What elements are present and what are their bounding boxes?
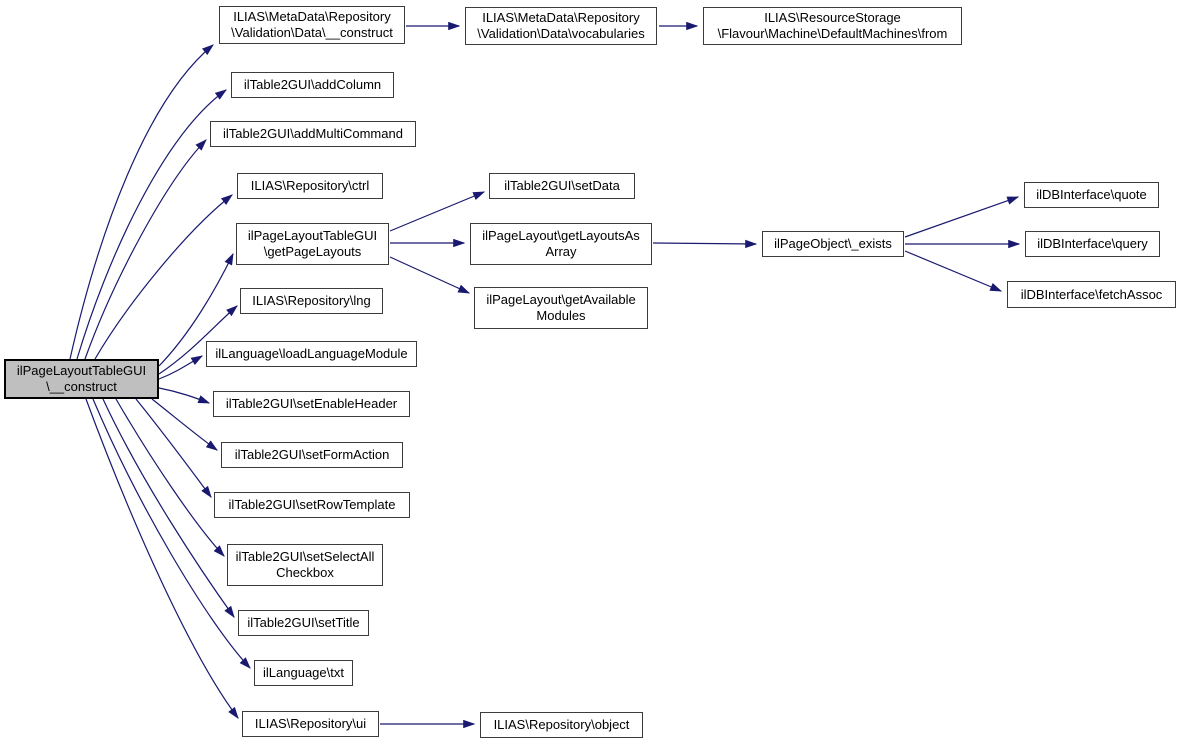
edge-root-get-page-layouts — [158, 252, 234, 367]
node-db-quote[interactable]: ilDBInterface\quote — [1024, 182, 1159, 208]
edge-exists-fetch-assoc — [904, 250, 1003, 292]
node-get-layouts-as-array[interactable]: ilPageLayout\getLayoutsAs Array — [470, 223, 652, 265]
node-root-construct: ilPageLayoutTableGUI \__construct — [4, 359, 159, 399]
edge-get-page-layouts-get-available-modules — [389, 256, 471, 294]
node-lang-txt[interactable]: ilLanguage\txt — [254, 660, 353, 686]
node-set-select-all-checkbox[interactable]: ilTable2GUI\setSelectAll Checkbox — [227, 544, 383, 586]
edge-root-set-title — [102, 398, 235, 618]
node-add-multi-command[interactable]: ilTable2GUI\addMultiCommand — [210, 121, 416, 147]
edge-exists-quote — [904, 196, 1020, 238]
edge-root-lang-txt — [92, 398, 251, 669]
node-md-vocabularies[interactable]: ILIAS\MetaData\Repository \Validation\Da… — [465, 7, 657, 45]
node-get-available-modules[interactable]: ilPageLayout\getAvailable Modules — [474, 287, 648, 329]
node-set-title[interactable]: ilTable2GUI\setTitle — [238, 610, 369, 636]
edge-root-add-column — [76, 89, 227, 360]
edge-root-repo-ctrl — [94, 194, 233, 360]
edge-root-repo-ui — [85, 398, 239, 719]
node-page-object-exists[interactable]: ilPageObject\_exists — [762, 231, 904, 257]
node-repo-ui[interactable]: ILIAS\Repository\ui — [242, 711, 379, 737]
node-repo-object[interactable]: ILIAS\Repository\object — [480, 712, 643, 738]
node-repo-lng[interactable]: ILIAS\Repository\lng — [240, 288, 383, 314]
edge-root-repo-lng — [158, 305, 238, 375]
node-repo-ctrl[interactable]: ILIAS\Repository\ctrl — [237, 173, 383, 199]
edge-root-set-row-template — [135, 398, 212, 498]
node-get-page-layouts[interactable]: ilPageLayoutTableGUI \getPageLayouts — [236, 223, 389, 265]
node-rs-from[interactable]: ILIAS\ResourceStorage \Flavour\Machine\D… — [703, 7, 962, 45]
edge-get-page-layouts-set-data — [389, 191, 486, 232]
node-add-column[interactable]: ilTable2GUI\addColumn — [231, 72, 394, 98]
edge-root-load-language-module — [158, 355, 204, 380]
node-set-row-template[interactable]: ilTable2GUI\setRowTemplate — [214, 492, 410, 518]
node-db-fetch-assoc[interactable]: ilDBInterface\fetchAssoc — [1007, 281, 1176, 308]
node-load-language-module[interactable]: ilLanguage\loadLanguageModule — [206, 341, 417, 367]
node-set-data[interactable]: ilTable2GUI\setData — [489, 173, 635, 199]
edge-root-set-select-all-checkbox — [115, 398, 225, 557]
node-db-query[interactable]: ilDBInterface\query — [1025, 231, 1160, 257]
node-set-enable-header[interactable]: ilTable2GUI\setEnableHeader — [213, 391, 410, 417]
edge-root-md-construct — [69, 44, 214, 360]
edge-root-set-form-action — [151, 398, 218, 451]
edge-root-add-multi-command — [84, 139, 207, 360]
edge-get-layouts-as-array-exists — [652, 239, 758, 249]
node-set-form-action[interactable]: ilTable2GUI\setFormAction — [221, 442, 403, 468]
edge-root-set-enable-header — [158, 387, 211, 404]
node-md-construct[interactable]: ILIAS\MetaData\Repository \Validation\Da… — [219, 6, 405, 44]
